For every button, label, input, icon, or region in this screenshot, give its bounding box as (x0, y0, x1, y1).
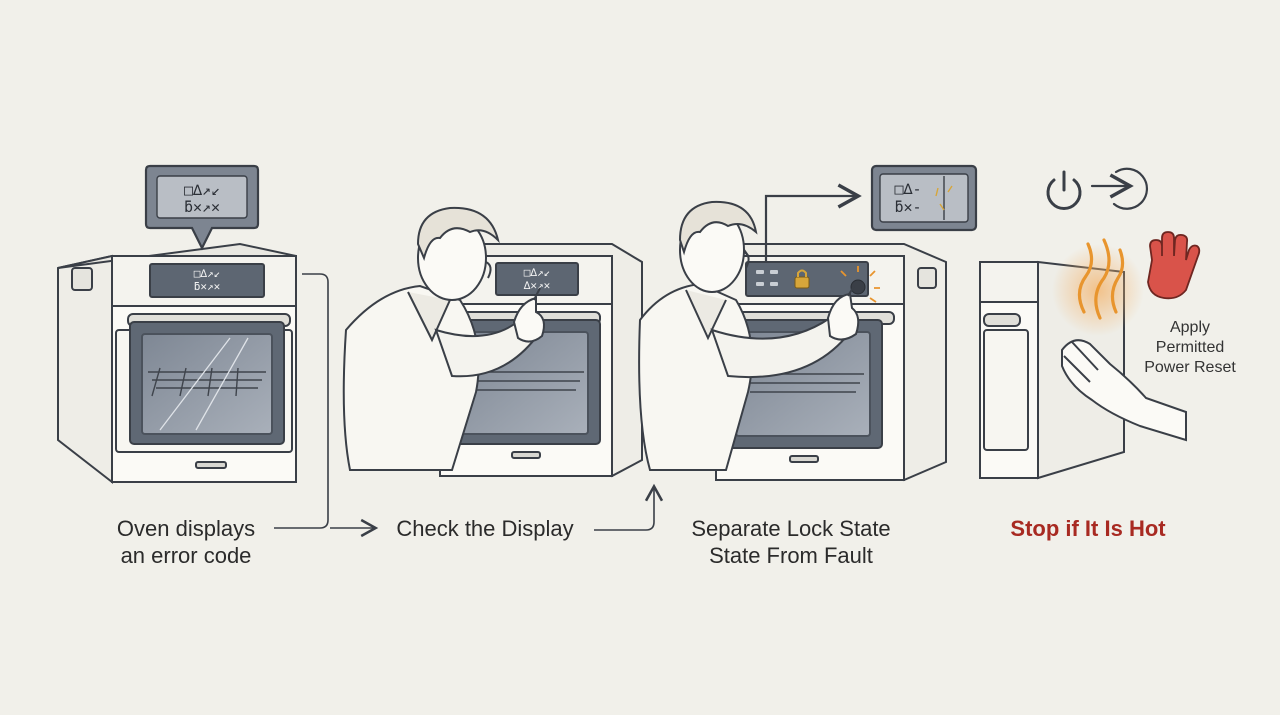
oven-2-code-row2: ∆✕↗✕ (523, 279, 551, 292)
step-4-caption: Stop if It Is Hot (996, 515, 1180, 542)
power-reset-note-line2: Permitted (1155, 339, 1225, 356)
step-1-caption: Oven displays an error code (98, 515, 274, 569)
lock-state-display (870, 164, 978, 232)
oven-1-code-row1: □∆↗↙ (194, 267, 221, 280)
stop-hand-icon (1147, 231, 1201, 300)
oven-1 (57, 242, 297, 485)
reset-arrow-icon (1090, 167, 1148, 210)
person-checking-display (342, 206, 545, 471)
step-3-caption-line1: Separate Lock State (691, 516, 891, 541)
power-reset-note-line3: Power Reset (1144, 359, 1236, 376)
step-1-caption-line2: an error code (120, 543, 252, 568)
step-2-caption: Check the Display (380, 515, 590, 542)
panel-to-display-arrow (764, 183, 862, 262)
step-2-caption-line1: Check the Display (396, 516, 574, 541)
step-3-caption: Separate Lock State State From Fault (676, 515, 906, 569)
oven-4 (979, 260, 1125, 480)
step-3-caption-line2: State From Fault (709, 543, 873, 568)
bubble-3-code-row1: □∆- (894, 180, 921, 198)
power-icon (1046, 170, 1082, 210)
power-reset-note: Apply Permitted Power Reset (1130, 318, 1250, 378)
bubble-3-code-row2: ƃ✕- (894, 198, 921, 216)
bubble-1-code-row2: ƃ✕↗✕ (184, 198, 220, 216)
oven-3-panel-buttons (756, 270, 778, 286)
oven-1-display (149, 263, 265, 298)
oven-2-code-row1: □∆↗↙ (524, 266, 551, 279)
lock-icon (794, 269, 810, 289)
heat-waves-icon (1077, 238, 1125, 320)
flow-arrow-2-to-3 (594, 483, 664, 531)
oven-1-code-row2: ƃ✕↗✕ (194, 280, 221, 293)
step-4-caption-line1: Stop if It Is Hot (1010, 516, 1166, 541)
person-pressing-button (638, 200, 860, 471)
step-1-caption-line1: Oven displays (116, 516, 256, 541)
error-code-bubble (144, 164, 260, 251)
bubble-1-code-row1: □∆↗↙ (184, 181, 220, 199)
power-reset-note-line1: Apply (1169, 319, 1211, 336)
flow-arrow-1 (274, 273, 329, 529)
lock-button-sparkle (840, 266, 880, 303)
hand-touching-oven (1061, 339, 1187, 442)
